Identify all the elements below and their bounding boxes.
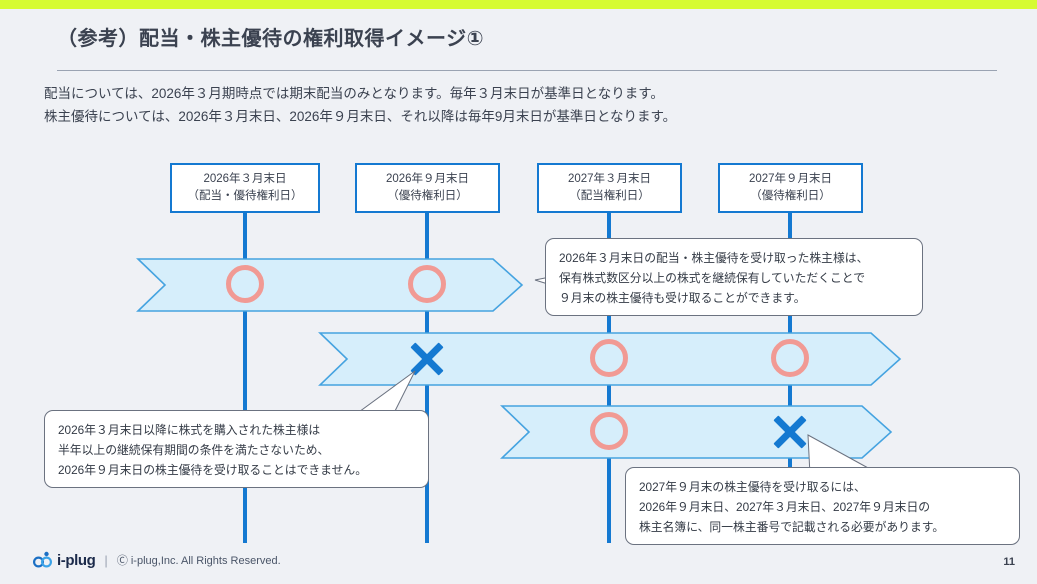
lead-line-2: 株主優待については、2026年３月末日、2026年９月末日、それ以降は毎年9月末… bbox=[44, 109, 677, 124]
title-divider bbox=[57, 70, 997, 71]
date-box-1-line2: （配当・優待権利日） bbox=[187, 190, 303, 202]
date-box-3-line1: 2027年３月末日 bbox=[567, 173, 652, 185]
callout-not-eligible-2026: 2026年３月末日以降に株式を購入された株主様は 半年以上の継続保有期間の条件を… bbox=[40, 355, 440, 495]
copyright-text: Ⓒ i-plug,Inc. All Rights Reserved. bbox=[116, 555, 281, 567]
holding-band-1 bbox=[136, 258, 528, 312]
callout-1-line1: 2026年３月末日の配当・株主優待を受け取った株主様は、 bbox=[559, 251, 869, 265]
callout-3-bubble: 2027年９月末の株主優待を受け取るには、 2026年９月末日、2027年３月末… bbox=[625, 467, 1020, 545]
footer-separator: | bbox=[104, 552, 108, 568]
callout-3-line2: 2026年９月末日、2027年３月末日、2027年９月末日の bbox=[639, 500, 931, 514]
callout-3-line3: 株主名簿に、同一株主番号で記載される必要があります。 bbox=[639, 520, 945, 534]
date-box-2-line1: 2026年９月末日 bbox=[385, 173, 470, 185]
marker-circle-band3-1 bbox=[590, 412, 628, 450]
date-box-2-line2: （優待権利日） bbox=[387, 190, 468, 202]
date-box-1-line1: 2026年３月末日 bbox=[203, 173, 287, 185]
footer: i-plug | Ⓒ i-plug,Inc. All Rights Reserv… bbox=[32, 551, 281, 569]
callout-2-bubble: 2026年３月末日以降に株式を購入された株主様は 半年以上の継続保有期間の条件を… bbox=[44, 410, 429, 488]
callout-1-line3: ９月末の株主優待も受け取ることができます。 bbox=[559, 291, 806, 305]
page-title: （参考）配当・株主優待の権利取得イメージ① bbox=[57, 28, 485, 50]
callout-2-line3: 2026年９月末日の株主優待を受け取ることはできません。 bbox=[58, 463, 368, 477]
date-box-4-line1: 2027年９月末日 bbox=[748, 173, 833, 185]
marker-circle-band2-2 bbox=[590, 339, 628, 377]
marker-circle-band1-2 bbox=[408, 265, 446, 303]
brand-name: i-plug bbox=[57, 551, 96, 569]
date-box-4-line2: （優待権利日） bbox=[750, 190, 831, 202]
top-accent-bar bbox=[0, 0, 1037, 9]
marker-circle-band2-3 bbox=[771, 339, 809, 377]
date-box-3-line2: （配当権利日） bbox=[569, 190, 650, 202]
date-box-2: 2026年９月末日 （優待権利日） bbox=[355, 163, 500, 213]
lead-line-1: 配当については、2026年３月期時点では期末配当のみとなります。毎年３月末日が基… bbox=[44, 86, 664, 101]
callout-3-line1: 2027年９月末の株主優待を受け取るには、 bbox=[639, 480, 866, 494]
page-number: 11 bbox=[1003, 556, 1015, 568]
callout-2-line2: 半年以上の継続保有期間の条件を満たさないため、 bbox=[58, 443, 330, 457]
timeline-rule-1 bbox=[243, 213, 247, 543]
callout-1-line2: 保有株式数区分以上の株式を継続保有していただくことで bbox=[559, 271, 866, 285]
callout-same-shareholder-number: 2027年９月末の株主優待を受け取るには、 2026年９月末日、2027年３月末… bbox=[610, 425, 1030, 550]
callout-continued-holding: 2026年３月末日の配当・株主優待を受け取った株主様は、 保有株式数区分以上の株… bbox=[505, 236, 925, 326]
date-box-1: 2026年３月末日 （配当・優待権利日） bbox=[170, 163, 320, 213]
lead-paragraph: 配当については、2026年３月期時点では期末配当のみとなります。毎年３月末日が基… bbox=[44, 82, 944, 128]
date-box-3: 2027年３月末日 （配当権利日） bbox=[537, 163, 682, 213]
date-box-4: 2027年９月末日 （優待権利日） bbox=[718, 163, 863, 213]
callout-1-bubble: 2026年３月末日の配当・株主優待を受け取った株主様は、 保有株式数区分以上の株… bbox=[545, 238, 923, 316]
marker-circle-band1-1 bbox=[226, 265, 264, 303]
i-plug-logo-icon bbox=[32, 551, 53, 569]
callout-2-line1: 2026年３月末日以降に株式を購入された株主様は bbox=[58, 423, 321, 437]
